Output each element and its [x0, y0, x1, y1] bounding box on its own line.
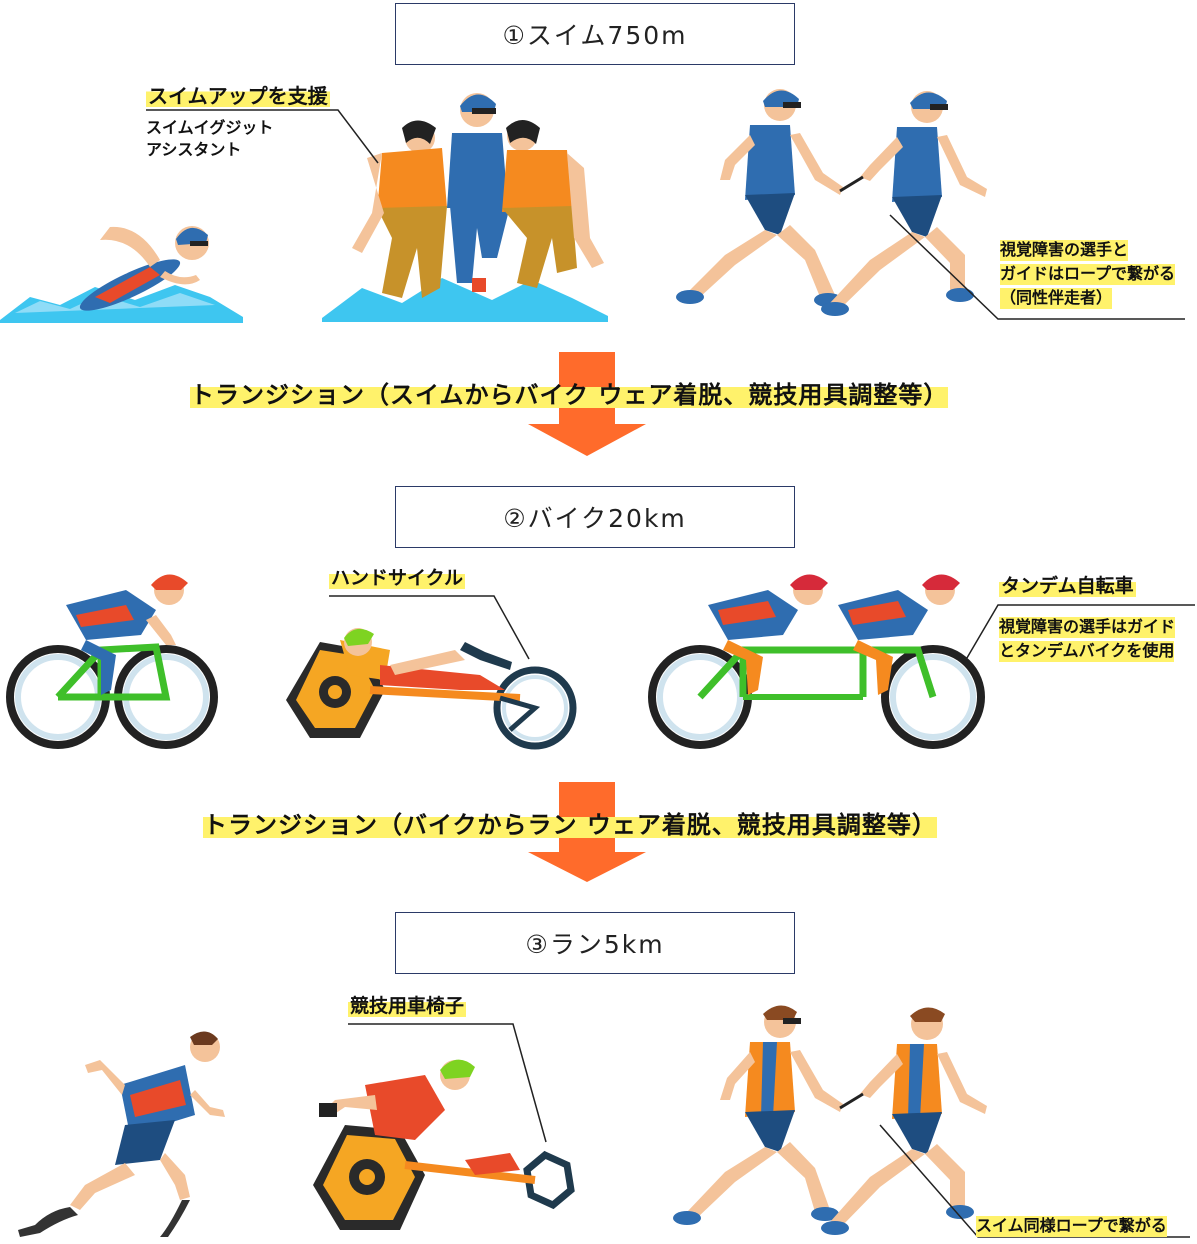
- stage-swim-box: ①スイム750m: [395, 3, 795, 65]
- transition-swim-to-bike: トランジション（スイムからバイク ウェア着脱、競技用具調整等）: [190, 375, 949, 410]
- assistants-icon: [322, 93, 608, 322]
- amputee-runner-icon: [18, 1031, 225, 1237]
- callout-line: [889, 214, 1185, 320]
- wheelchair-racer-icon: [313, 1059, 575, 1230]
- bike-tandem-line2: とタンデムバイクを使用: [999, 641, 1175, 662]
- swim-assist-sub1: スイムイグジット: [146, 118, 274, 137]
- swim-guide-line3: （同性伴走者）: [1000, 288, 1113, 309]
- swim-guide-line1: 視覚障害の選手と: [1000, 240, 1129, 261]
- guided-runners-icon: [673, 1005, 987, 1235]
- stage-run-box: ③ラン5km: [395, 912, 795, 974]
- run-wheelchair-label: 競技用車椅子: [348, 995, 467, 1019]
- swim-guide-line2: ガイドはロープで繋がる: [1000, 264, 1176, 285]
- guide-runners-icon: [676, 89, 987, 316]
- swimmer-icon: [0, 226, 243, 323]
- callout-line: [146, 109, 379, 164]
- callout-line: [329, 595, 530, 660]
- callout-line: [963, 604, 1195, 664]
- handcycle-icon: [286, 628, 577, 750]
- transition-bike-to-run: トランジション（バイクからラン ウェア着脱、競技用具調整等）: [203, 805, 937, 840]
- tandem-bike-icon: [648, 574, 985, 749]
- bike-tandem-title: タンデム自転車: [999, 575, 1136, 599]
- stage-bike-label: ②バイク20km: [503, 504, 687, 533]
- swim-assist-sub2: アシスタント: [146, 140, 242, 159]
- bike-tandem-line1: 視覚障害の選手はガイド: [999, 617, 1176, 638]
- callout-line: [348, 1023, 547, 1143]
- stage-run-label: ③ラン5km: [525, 930, 665, 959]
- swim-assist-title: スイムアップを支援: [146, 84, 330, 109]
- run-rope-note: スイム同様ロープで繋がる: [976, 1216, 1167, 1237]
- stage-bike-box: ②バイク20km: [395, 486, 795, 548]
- bike-handcycle-label: ハンドサイクル: [329, 567, 466, 591]
- callout-line: [879, 1124, 1190, 1238]
- cyclist-icon: [6, 574, 218, 749]
- stage-swim-label: ①スイム750m: [502, 21, 688, 50]
